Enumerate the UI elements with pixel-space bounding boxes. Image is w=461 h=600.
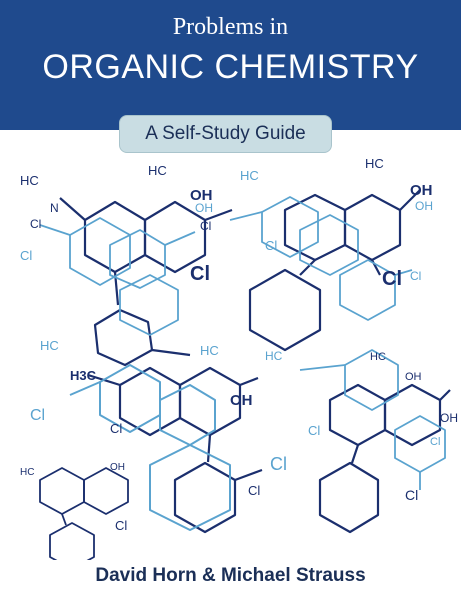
molecule-bottom-left-light bbox=[69, 364, 231, 531]
label-cl-15: Cl bbox=[115, 518, 127, 533]
label-hc-4: HC bbox=[365, 156, 384, 171]
label-hc-2: HC bbox=[148, 163, 167, 178]
label-cl-7: Cl bbox=[410, 269, 421, 283]
label-oh-1: OH bbox=[190, 187, 213, 204]
label-cl-6: Cl bbox=[382, 268, 402, 290]
molecule-top-right bbox=[248, 189, 421, 352]
molecule-top-left-light bbox=[39, 217, 196, 336]
label-oh-5: OH bbox=[230, 392, 253, 409]
author-names: David Horn & Michael Strauss bbox=[95, 565, 366, 586]
title-banner bbox=[0, 0, 461, 130]
series-line: Problems in bbox=[172, 14, 289, 40]
label-hc-7: HC bbox=[265, 349, 283, 363]
label-hc-6: HC bbox=[200, 343, 219, 358]
label-oh-2: OH bbox=[195, 201, 213, 215]
label-h3c-1: H3C bbox=[70, 368, 97, 383]
label-cl-8: Cl bbox=[30, 407, 45, 424]
label-cl-11: Cl bbox=[248, 483, 260, 498]
label-oh-4: OH bbox=[415, 199, 433, 213]
book-title: ORGANIC CHEMISTRY bbox=[42, 48, 419, 86]
label-cl-13: Cl bbox=[430, 436, 440, 448]
molecule-bottom-right-light bbox=[299, 349, 446, 490]
label-cl-12: Cl bbox=[308, 423, 320, 438]
molecule-bottom-left bbox=[87, 366, 263, 534]
label-hc-1: HC bbox=[20, 173, 39, 188]
molecule-small bbox=[39, 467, 129, 560]
label-oh-8: OH bbox=[110, 462, 125, 473]
label-cl-14: Cl bbox=[405, 487, 418, 503]
label-n-1: N bbox=[50, 201, 59, 215]
label-hc-9: HC bbox=[20, 467, 34, 478]
label-cl-4: Cl bbox=[200, 219, 211, 233]
subtitle-badge: A Self-Study Guide bbox=[119, 115, 332, 153]
label-cl-2: Cl bbox=[20, 248, 32, 263]
molecule-bottom-right bbox=[318, 383, 451, 534]
label-oh-6: OH bbox=[405, 371, 422, 383]
label-cl-1: Cl bbox=[30, 217, 41, 231]
label-oh-3: OH bbox=[410, 182, 433, 199]
label-hc-3: HC bbox=[240, 168, 259, 183]
label-hc-8: HC bbox=[370, 351, 386, 363]
label-cl-10: Cl bbox=[270, 454, 287, 474]
label-oh-7: OH bbox=[440, 411, 458, 425]
label-hc-5: HC bbox=[40, 338, 59, 353]
label-cl-5: Cl bbox=[265, 238, 277, 253]
molecule-artwork: HC HC N OH OH Cl Cl Cl HC HC OH OH Cl Cl… bbox=[20, 156, 458, 560]
label-cl-3: Cl bbox=[190, 263, 210, 285]
label-cl-9: Cl bbox=[110, 421, 122, 436]
molecule-top-right-light bbox=[229, 196, 413, 321]
